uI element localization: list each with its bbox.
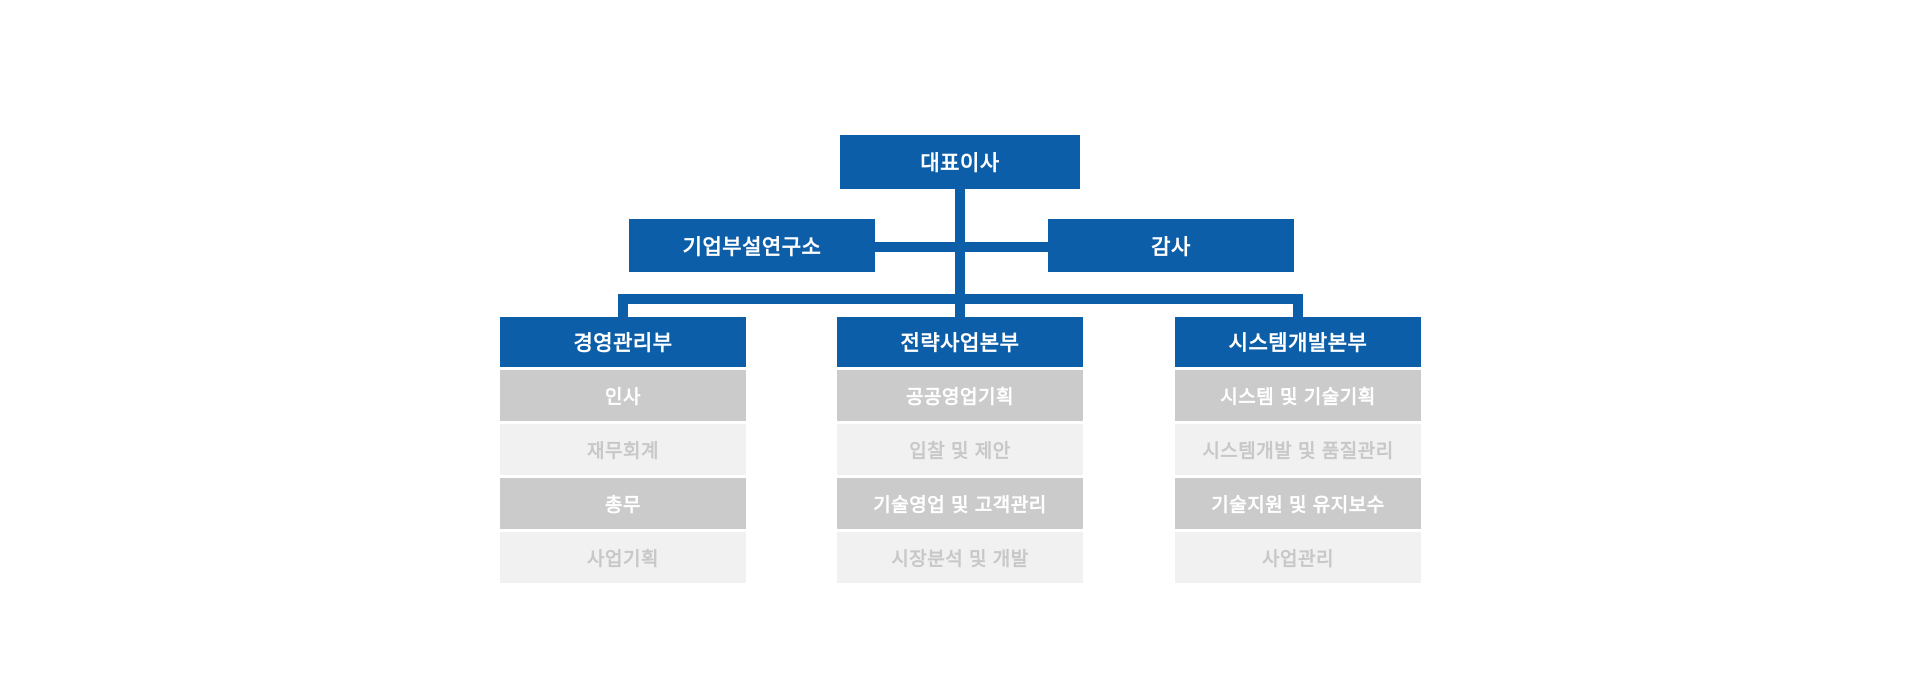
dept-header-label: 경영관리부 <box>573 332 673 355</box>
dept-item-label: 시스템 및 기술기획 <box>1220 387 1376 408</box>
dept-item: 시스템개발 및 품질관리 <box>1175 424 1421 475</box>
dept-column-management: 경영관리부 인사 재무회계 총무 사업기획 <box>500 317 746 583</box>
dept-header-strategic-business: 전략사업본부 <box>837 317 1083 367</box>
dept-item: 총무 <box>500 478 746 529</box>
dept-item: 시스템 및 기술기획 <box>1175 370 1421 421</box>
dept-item-label: 입찰 및 제안 <box>909 441 1011 462</box>
connector-horizontal-departments <box>618 294 1303 304</box>
connector-horizontal-level2 <box>875 242 1048 252</box>
dept-item: 입찰 및 제안 <box>837 424 1083 475</box>
dept-item-label: 재무회계 <box>587 441 659 462</box>
dept-column-strategic-business: 전략사업본부 공공영업기획 입찰 및 제안 기술영업 및 고객관리 시장분석 및… <box>837 317 1083 583</box>
dept-column-system-development: 시스템개발본부 시스템 및 기술기획 시스템개발 및 품질관리 기술지원 및 유… <box>1175 317 1421 583</box>
connector-stub-left-department <box>618 294 628 318</box>
dept-header-management: 경영관리부 <box>500 317 746 367</box>
dept-item-label: 공공영업기획 <box>906 387 1014 408</box>
dept-item-label: 사업관리 <box>1262 549 1334 570</box>
dept-item: 사업관리 <box>1175 532 1421 583</box>
dept-item: 인사 <box>500 370 746 421</box>
dept-item-label: 사업기획 <box>587 549 659 570</box>
dept-item-label: 기술지원 및 유지보수 <box>1211 495 1385 516</box>
org-node-ceo-label: 대표이사 <box>920 152 1000 175</box>
dept-item: 기술영업 및 고객관리 <box>837 478 1083 529</box>
dept-item: 시장분석 및 개발 <box>837 532 1083 583</box>
connector-vertical-ceo <box>955 188 965 318</box>
dept-header-label: 전략사업본부 <box>900 332 1020 355</box>
org-node-ceo: 대표이사 <box>840 135 1080 189</box>
dept-item-label: 기술영업 및 고객관리 <box>873 495 1047 516</box>
dept-item: 재무회계 <box>500 424 746 475</box>
org-node-audit-label: 감사 <box>1151 235 1191 259</box>
connector-stub-right-department <box>1293 294 1303 318</box>
dept-item: 공공영업기획 <box>837 370 1083 421</box>
dept-item: 사업기획 <box>500 532 746 583</box>
dept-item-label: 인사 <box>605 387 641 408</box>
org-node-audit: 감사 <box>1048 219 1294 272</box>
org-node-research-institute: 기업부설연구소 <box>629 219 875 272</box>
dept-header-system-development: 시스템개발본부 <box>1175 317 1421 367</box>
dept-item: 기술지원 및 유지보수 <box>1175 478 1421 529</box>
dept-item-label: 총무 <box>605 495 641 516</box>
dept-item-label: 시장분석 및 개발 <box>891 549 1029 570</box>
dept-header-label: 시스템개발본부 <box>1228 332 1368 355</box>
dept-item-label: 시스템개발 및 품질관리 <box>1202 441 1394 462</box>
org-node-research-institute-label: 기업부설연구소 <box>682 235 822 259</box>
